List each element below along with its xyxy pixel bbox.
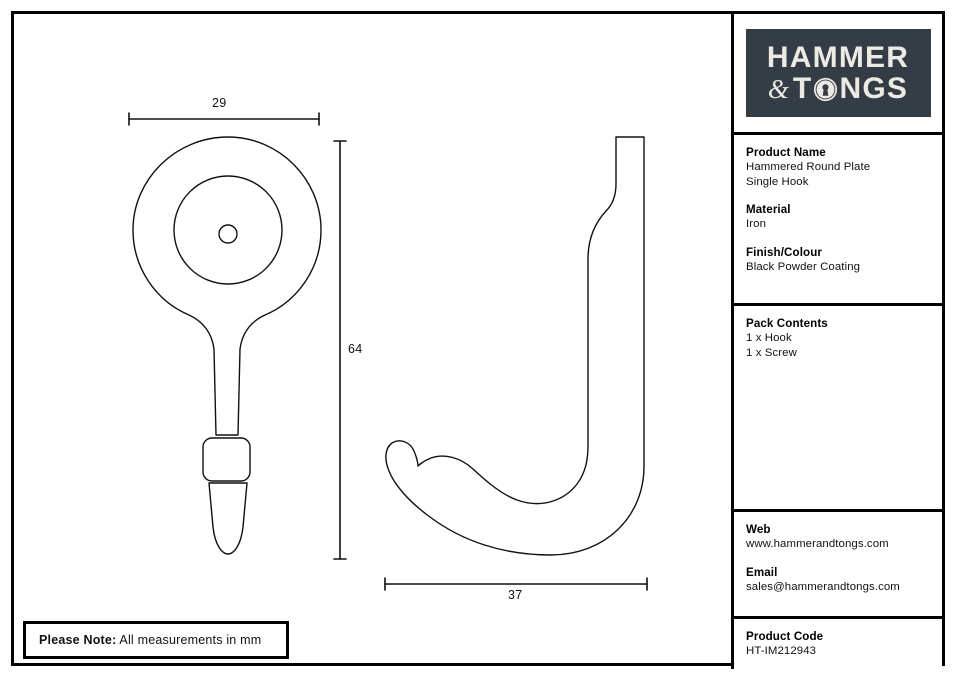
- web-label: Web: [746, 523, 771, 536]
- front-screw-hole: [218, 224, 238, 244]
- please-note-label: Please Note:: [39, 633, 117, 647]
- logo-ampersand: &: [767, 73, 789, 104]
- spacer: [746, 189, 930, 202]
- side-hook-profile: [385, 136, 645, 556]
- pack-contents-section: Pack Contents 1 x Hook 1 x Screw: [734, 303, 942, 509]
- material-label: Material: [746, 203, 791, 216]
- product-name-line1: Hammered Round Plate: [746, 161, 871, 173]
- please-note-box: Please Note: All measurements in mm: [23, 621, 289, 659]
- brand-logo: HAMMER & T NGS: [745, 29, 931, 117]
- technical-drawing-svg: [128, 112, 648, 591]
- keyhole-icon: [813, 77, 838, 102]
- product-name-line2: Single Hook: [746, 175, 809, 188]
- pack-contents-item-1: 1 x Hook: [746, 332, 792, 344]
- pack-contents-item-2: 1 x Screw: [746, 346, 797, 359]
- dimension-label-overall-height: 64: [348, 342, 363, 356]
- front-plate-and-stem: [132, 136, 322, 436]
- sheet-frame: 29 64 37 Please Note: All measurements i…: [11, 11, 945, 669]
- logo-line-tongs: & T NGS: [768, 73, 908, 104]
- spacer: [746, 232, 930, 245]
- pack-contents-label: Pack Contents: [746, 317, 828, 330]
- dimension-line-64: [333, 140, 347, 560]
- product-code-section: Product Code HT-IM212943: [734, 616, 942, 669]
- logo-tongs-before: T: [792, 72, 813, 105]
- product-name-label: Product Name: [746, 146, 826, 159]
- dimension-label-plate-width: 29: [212, 96, 227, 110]
- email-label: Email: [746, 565, 778, 579]
- info-panel: HAMMER & T NGS: [731, 14, 942, 669]
- dimension-line-37: [384, 577, 648, 591]
- front-inner-ring: [173, 175, 283, 285]
- email-value[interactable]: sales@hammerandtongs.com: [746, 580, 900, 593]
- please-note-text: Please Note: All measurements in mm: [26, 633, 261, 647]
- web-value[interactable]: www.hammerandtongs.com: [746, 538, 889, 550]
- dimension-line-29: [128, 112, 320, 126]
- material-value: Iron: [746, 218, 767, 230]
- product-details-section: Product Name Hammered Round Plate Single…: [734, 132, 942, 303]
- front-view-hook: [132, 136, 322, 555]
- spacer: [746, 552, 930, 565]
- front-tip: [208, 482, 248, 555]
- front-collar-band: [202, 437, 251, 482]
- product-code-label: Product Code: [746, 630, 824, 643]
- finish-value: Black Powder Coating: [746, 260, 861, 273]
- brand-logo-section: HAMMER & T NGS: [734, 14, 942, 132]
- contact-section: Web www.hammerandtongs.com Email sales@h…: [734, 509, 942, 616]
- product-code-value: HT-IM212943: [746, 645, 817, 657]
- finish-label: Finish/Colour: [746, 245, 823, 259]
- logo-line-hammer: HAMMER: [766, 41, 910, 74]
- logo-tongs-after: NGS: [839, 72, 909, 105]
- dimension-label-projection-depth: 37: [508, 588, 523, 602]
- drawing-area: 29 64 37 Please Note: All measurements i…: [14, 14, 731, 669]
- side-view-hook: [385, 136, 645, 556]
- please-note-value: All measurements in mm: [119, 633, 262, 647]
